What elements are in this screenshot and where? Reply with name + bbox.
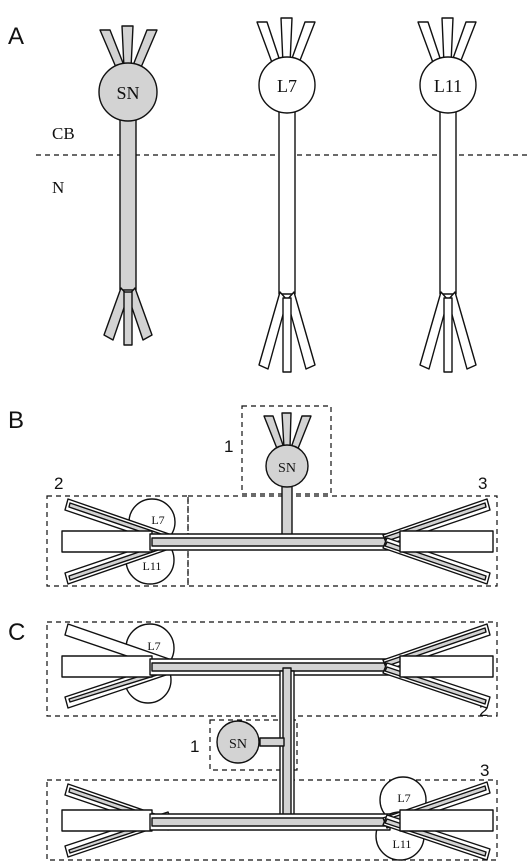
sn-cell-c: SN — [217, 721, 284, 763]
neuron-l7: L7 — [257, 18, 315, 372]
panel-c-top-axon — [62, 624, 493, 708]
panel-b-box1-number: 1 — [224, 437, 233, 456]
l11-label: L11 — [434, 76, 462, 96]
panel-c-bottom-axon — [62, 782, 493, 860]
panel-b: B 1 2 3 SN — [8, 406, 497, 586]
neuron-l11: L11 — [418, 18, 476, 372]
sn-label: SN — [116, 83, 139, 103]
panel-c-bottom-l7-label: L7 — [397, 791, 410, 805]
panel-c: C 1 2 3 L7 SN — [8, 619, 497, 860]
panel-b-box3-number: 3 — [478, 474, 487, 493]
panel-c-letter: C — [8, 619, 25, 646]
panel-b-l11-label: L11 — [143, 559, 162, 573]
panel-c-sn-label: SN — [229, 737, 247, 752]
panel-b-box2-number: 2 — [54, 474, 63, 493]
neuron-sn: SN — [99, 26, 157, 345]
panel-b-axon — [62, 499, 493, 584]
panel-a-letter: A — [8, 23, 24, 50]
panel-a: A CB N SN L7 — [8, 18, 531, 372]
panel-b-letter: B — [8, 407, 24, 434]
panel-c-top-l7-label: L7 — [147, 639, 160, 653]
panel-c-box1-number: 1 — [190, 737, 199, 756]
panel-b-l7-label: L7 — [151, 513, 164, 527]
panel-c-box3-number: 3 — [480, 761, 489, 780]
cb-label: CB — [52, 124, 75, 143]
panel-c-vertical-axon — [283, 668, 291, 826]
n-label: N — [52, 178, 64, 197]
l7-label: L7 — [277, 76, 297, 96]
panel-c-l11-label: L11 — [393, 837, 412, 851]
sn-cell-b: SN — [264, 413, 311, 540]
panel-b-sn-label: SN — [278, 461, 296, 476]
